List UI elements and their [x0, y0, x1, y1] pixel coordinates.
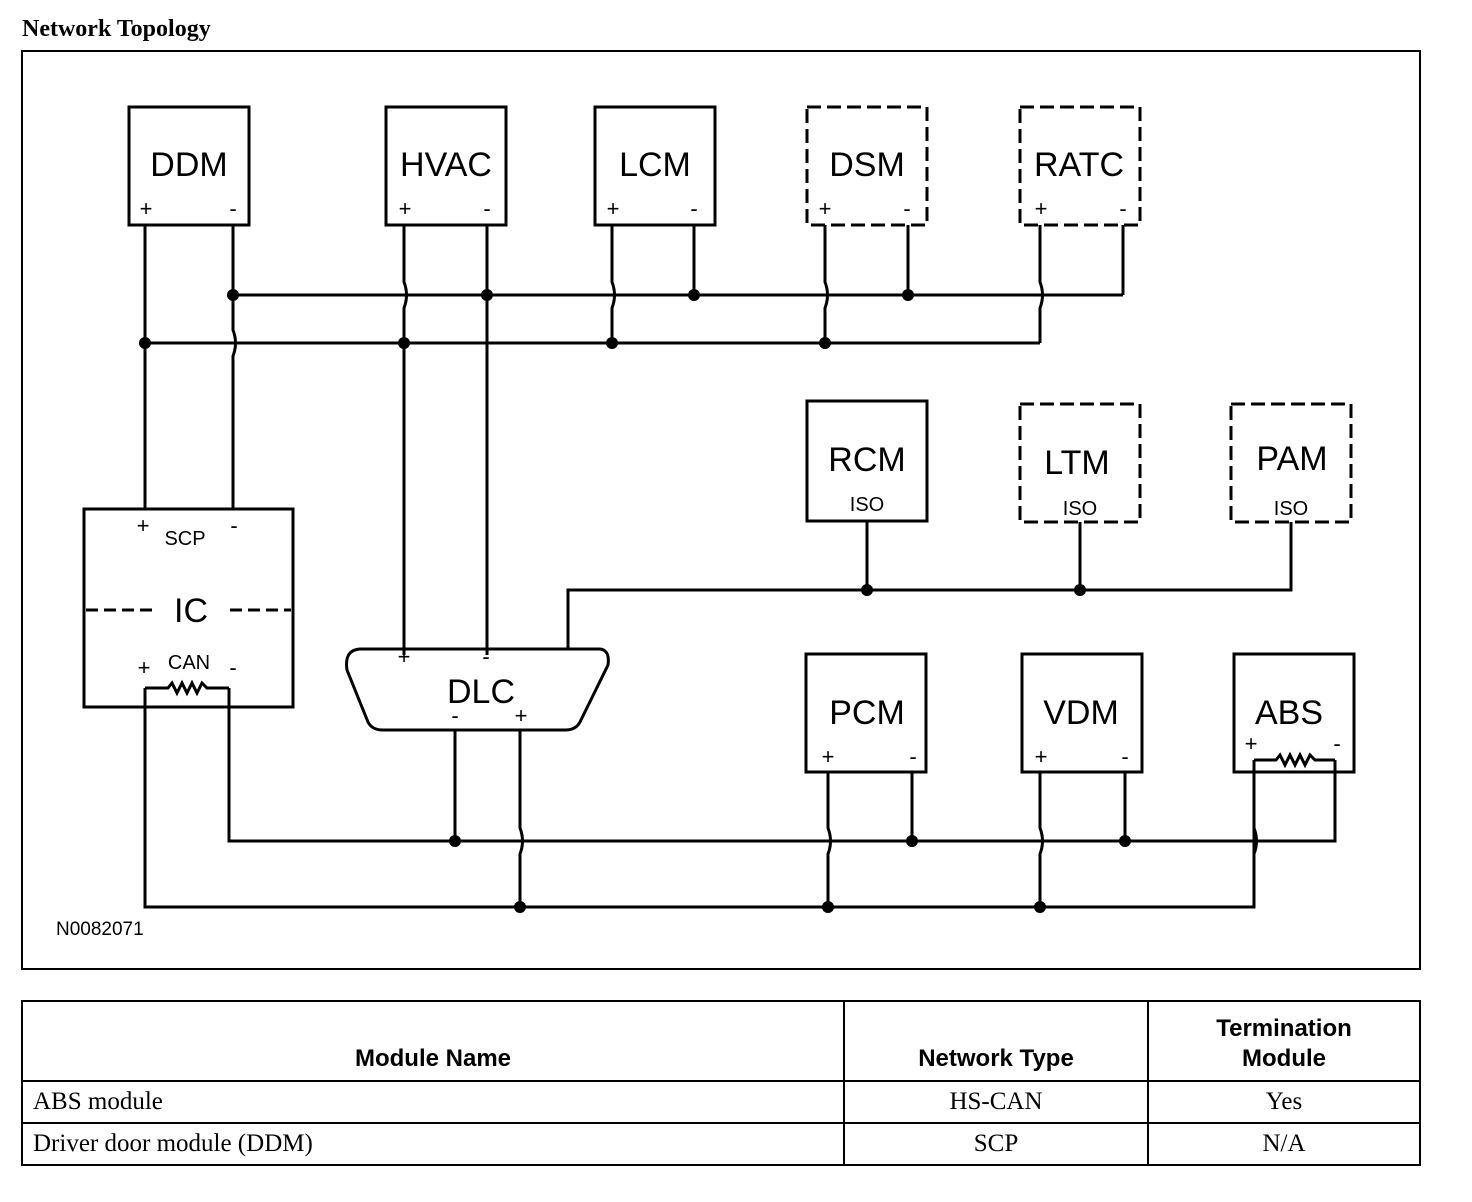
ddm-plus: +: [140, 196, 153, 221]
can-minus-bus: [227, 688, 1337, 843]
cell-module-name: Driver door module (DDM): [21, 1122, 845, 1166]
abs-plus: +: [1245, 731, 1258, 756]
rcm-iso-label: ISO: [850, 494, 884, 516]
ltm-iso-label: ISO: [1063, 498, 1097, 520]
ratc-plus: +: [1035, 196, 1048, 221]
header-termination-line1: Termination: [1216, 1015, 1352, 1042]
iso-bus: [566, 522, 1293, 649]
ic-can-plus: +: [138, 655, 151, 680]
ddm-label: DDM: [150, 146, 227, 184]
ic-scp-minus: -: [230, 513, 237, 538]
ic-scp-plus: +: [137, 513, 150, 538]
dsm-label: DSM: [829, 146, 905, 184]
dsm-box: [805, 105, 929, 227]
ratc-box: [1018, 105, 1142, 227]
pcm-box: [804, 652, 928, 774]
abs-label: ABS: [1255, 694, 1323, 732]
page-title: Network Topology: [22, 16, 211, 42]
dsm-minus: -: [903, 196, 910, 221]
header-network-type: Network Type: [843, 1000, 1149, 1082]
hvac-plus: +: [399, 196, 412, 221]
pcm-plus: +: [822, 744, 835, 769]
dlc-minus-top: -: [482, 644, 489, 669]
diagram-frame: [21, 50, 1421, 970]
header-module-name: Module Name: [21, 1000, 845, 1082]
hvac-box: [384, 105, 508, 227]
hvac-label: HVAC: [400, 146, 492, 184]
ic-can-label: CAN: [168, 652, 210, 674]
lcm-minus: -: [690, 196, 697, 221]
vdm-plus: +: [1035, 744, 1048, 769]
lcm-label: LCM: [619, 146, 691, 184]
lcm-box: [593, 105, 717, 227]
figure-id: N0082071: [56, 919, 144, 940]
ic-can-minus: -: [229, 655, 236, 680]
vdm-minus: -: [1121, 744, 1128, 769]
ratc-label: RATC: [1034, 146, 1124, 184]
cell-termination: N/A: [1147, 1122, 1421, 1166]
dlc-connector-shape: [345, 647, 610, 732]
vdm-box: [1020, 652, 1144, 774]
ic-scp-label: SCP: [164, 528, 205, 550]
pam-box: [1229, 402, 1353, 524]
table-row: ABS module HS-CAN Yes: [21, 1080, 1421, 1124]
ddm-minus: -: [229, 196, 236, 221]
cell-module-name: ABS module: [21, 1080, 845, 1124]
abs-minus: -: [1333, 731, 1340, 756]
pcm-minus: -: [909, 744, 916, 769]
pam-label: PAM: [1256, 440, 1327, 478]
ratc-minus: -: [1119, 196, 1126, 221]
cell-termination: Yes: [1147, 1080, 1421, 1124]
dlc-minus-bottom: -: [451, 703, 458, 728]
table-row: Driver door module (DDM) SCP N/A: [21, 1122, 1421, 1166]
ic-label: IC: [174, 592, 208, 630]
ic-box: [82, 507, 295, 709]
hvac-minus: -: [483, 196, 490, 221]
dlc-plus-bottom: +: [515, 703, 528, 728]
ltm-box: [1018, 402, 1142, 524]
dlc-plus-top: +: [398, 644, 411, 669]
cell-network-type: SCP: [843, 1122, 1149, 1166]
junction-dots: [139, 289, 1131, 913]
header-termination-line2: Module: [1242, 1045, 1326, 1072]
vdm-label: VDM: [1043, 694, 1119, 732]
ltm-label: LTM: [1044, 444, 1109, 482]
pcm-label: PCM: [829, 694, 905, 732]
lcm-plus: +: [607, 196, 620, 221]
abs-box: [1232, 652, 1356, 774]
rcm-label: RCM: [828, 441, 905, 479]
ic-termination-resistor: [145, 679, 229, 697]
pam-iso-label: ISO: [1274, 498, 1308, 520]
can-plus-bus: [143, 688, 1256, 909]
dsm-plus: +: [819, 196, 832, 221]
dlc-label: DLC: [447, 673, 515, 711]
abs-termination-resistor: [1254, 751, 1335, 769]
cell-network-type: HS-CAN: [843, 1080, 1149, 1124]
network-topology-diagram: DDM HVAC LCM DSM RATC RCM LTM PAM PCM VD…: [56, 105, 1356, 940]
ddm-box: [127, 105, 251, 227]
